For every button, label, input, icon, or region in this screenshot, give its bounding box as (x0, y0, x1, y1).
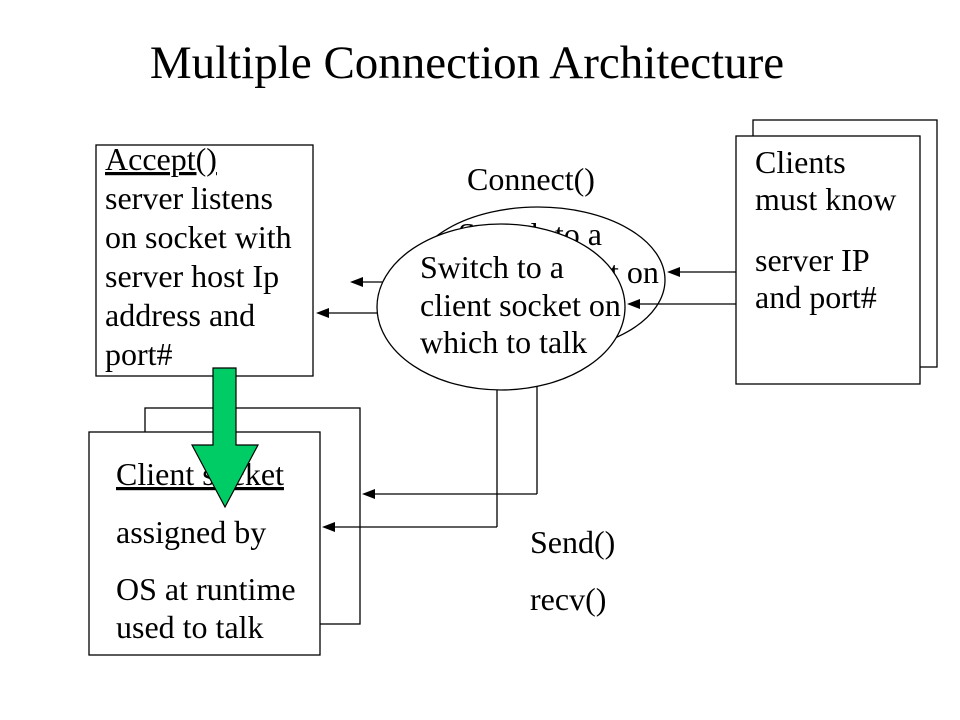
slide-title: Multiple Connection Architecture (150, 37, 784, 89)
send-label: Send() (530, 524, 615, 560)
send-arrowhead (362, 489, 375, 499)
recv-arrowhead (322, 522, 335, 532)
client-socket-line-2: OS at runtime (116, 571, 296, 607)
client-socket-line-1: assigned by (116, 514, 266, 550)
recv-label: recv() (530, 581, 606, 617)
accept-line-5: port# (105, 336, 173, 372)
front-ellipse-line-3: which to talk (420, 324, 587, 360)
clients-line-3: server IP (755, 242, 870, 278)
clients-line-1: Clients (755, 144, 846, 180)
accept-box (95, 144, 314, 377)
clients-to-front-ellipse-arrowhead (627, 299, 640, 309)
front-ellipse (376, 223, 626, 391)
client-socket-heading: Client socket (116, 456, 284, 492)
front-ellipse-to-accept-arrowhead (316, 308, 329, 318)
accept-line-2: on socket with (105, 219, 292, 255)
front-ellipse-line-2: client socket on (420, 287, 621, 323)
clients-line-4: and port# (755, 279, 877, 315)
accept-heading: Accept() (105, 141, 217, 177)
back-ellipse-to-accept-arrowhead (350, 277, 363, 287)
accept-line-1: server listens (105, 180, 273, 216)
clients-line-2: must know (755, 181, 896, 217)
connect-label: Connect() (467, 161, 595, 197)
accept-line-4: address and (105, 297, 255, 333)
front-ellipse-line-1: Switch to a (420, 249, 564, 285)
clients-box-front (735, 135, 921, 385)
clients-to-back-ellipse-arrowhead (667, 267, 680, 277)
accept-line-3: server host Ip (105, 258, 279, 294)
down-arrow-icon (191, 367, 259, 509)
client-socket-line-3: used to talk (116, 609, 264, 645)
